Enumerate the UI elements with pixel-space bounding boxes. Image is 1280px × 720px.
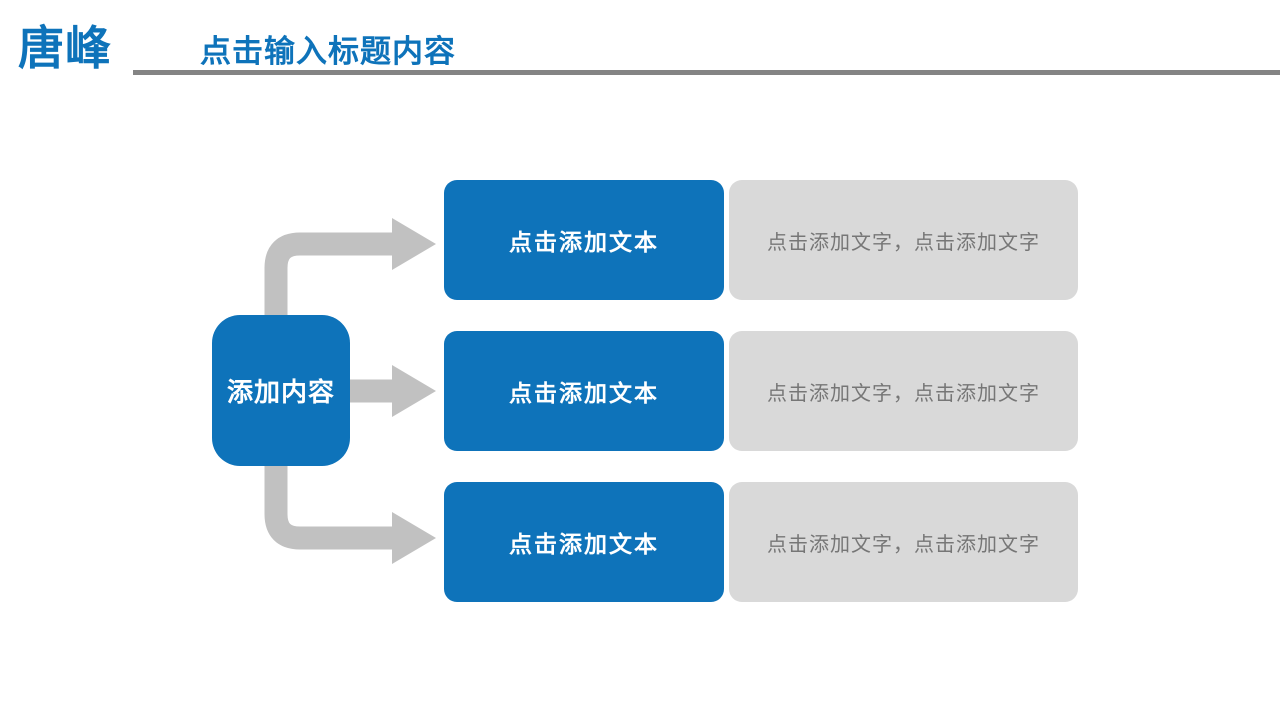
text-placeholder-button-1[interactable]: 点击添加文本 <box>444 180 724 300</box>
description-placeholder-box-2[interactable]: 点击添加文字，点击添加文字 <box>729 331 1078 451</box>
text-placeholder-button-3[interactable]: 点击添加文本 <box>444 482 724 602</box>
diagram-row-2: 点击添加文本 点击添加文字，点击添加文字 <box>444 331 1078 451</box>
elbow-arrow-top-icon <box>264 218 436 345</box>
center-content-node[interactable]: 添加内容 <box>212 315 350 466</box>
center-content-label: 添加内容 <box>226 377 335 407</box>
text-placeholder-button-2[interactable]: 点击添加文本 <box>444 331 724 451</box>
logo-text: 唐峰 <box>18 22 112 74</box>
diagram-row-1: 点击添加文本 点击添加文字，点击添加文字 <box>444 180 1078 300</box>
diagram-row-3: 点击添加文本 点击添加文字，点击添加文字 <box>444 482 1078 602</box>
page-title[interactable]: 点击输入标题内容 <box>200 34 456 69</box>
straight-arrow-middle-icon <box>335 365 436 417</box>
elbow-arrow-bottom-icon <box>264 438 436 564</box>
title-divider-line <box>133 70 1280 75</box>
description-placeholder-box-3[interactable]: 点击添加文字，点击添加文字 <box>729 482 1078 602</box>
description-placeholder-box-1[interactable]: 点击添加文字，点击添加文字 <box>729 180 1078 300</box>
